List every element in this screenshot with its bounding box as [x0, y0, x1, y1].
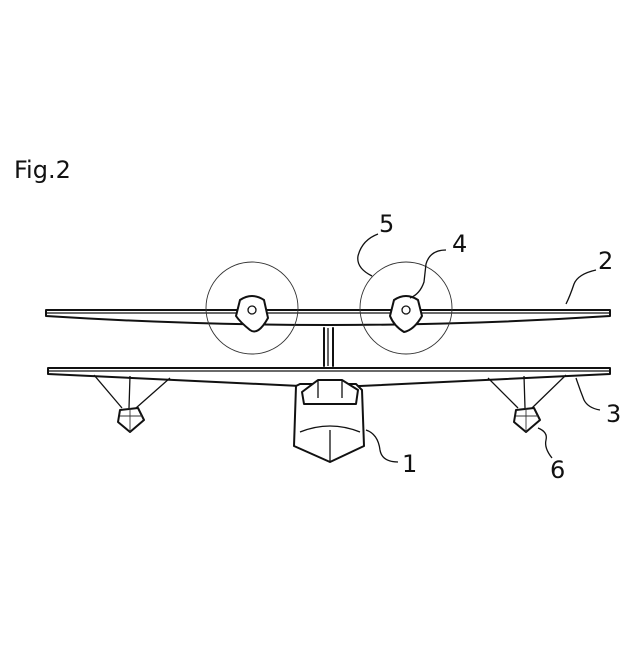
leader-lines	[358, 234, 600, 462]
fuselage-hull	[294, 380, 364, 462]
ref-numeral-4: 4	[452, 230, 467, 258]
engine-nacelle-right	[390, 296, 422, 332]
leader-6	[538, 428, 552, 458]
figure-label: Fig.2	[14, 156, 71, 184]
leader-4	[410, 250, 446, 298]
ref-numeral-3: 3	[606, 400, 621, 428]
wing-float-right	[488, 375, 566, 432]
ref-numeral-2: 2	[598, 247, 613, 275]
center-strut	[324, 328, 333, 366]
ref-numeral-6: 6	[550, 456, 565, 484]
upper-wing	[46, 310, 610, 325]
wing-float-left	[94, 375, 170, 432]
ref-numeral-5: 5	[379, 210, 394, 238]
engine-nacelle-left	[236, 296, 268, 332]
leader-1	[366, 430, 398, 462]
ref-numeral-1: 1	[402, 450, 417, 478]
leader-5	[358, 234, 378, 276]
leader-3	[576, 378, 600, 410]
leader-2	[566, 270, 596, 304]
